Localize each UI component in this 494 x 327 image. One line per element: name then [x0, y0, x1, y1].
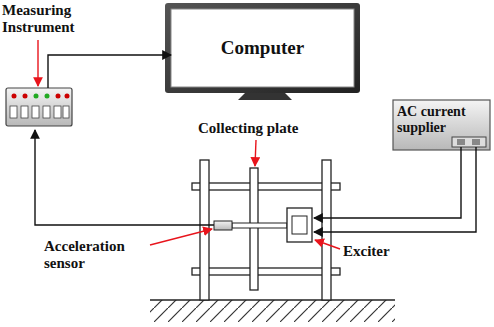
power-supply-body	[457, 139, 465, 145]
exciter-assembly	[214, 221, 232, 230]
power-supply-body	[393, 100, 490, 150]
measuring-instrument-body	[56, 94, 61, 99]
device-label: Computer	[221, 37, 304, 59]
signal-wires	[314, 147, 476, 232]
ground	[150, 300, 395, 322]
measuring-instrument-body	[12, 94, 17, 99]
power-supply-body	[393, 100, 490, 150]
exciter-assembly	[287, 208, 312, 242]
measuring-instrument-body	[10, 106, 69, 118]
leader-arrows	[315, 240, 340, 249]
measuring-instrument-body	[21, 106, 28, 118]
test-frame	[192, 183, 340, 190]
computer-screen: Computer	[171, 9, 354, 87]
test-frame	[192, 160, 340, 300]
power-supply-body	[472, 139, 480, 145]
test-frame	[250, 168, 258, 290]
signal-arrow	[48, 55, 171, 88]
measuring-instrument-body	[23, 94, 28, 99]
device-heading: Measuring Instrument	[2, 2, 98, 37]
leader-arrows	[38, 40, 340, 249]
part-label: Acceleration sensor	[44, 238, 148, 271]
test-frame	[322, 160, 331, 300]
leader-arrows	[37, 40, 38, 86]
device-label: AC current supplier	[397, 104, 488, 136]
part-label: Exciter	[343, 243, 413, 260]
instrument-box: Measuring Instrument	[6, 88, 72, 126]
leader-arrows	[150, 229, 212, 245]
exciter-assembly	[232, 223, 287, 228]
signal-wires	[35, 130, 476, 232]
measuring-instrument-body	[6, 88, 72, 126]
measuring-instrument-body	[45, 94, 50, 99]
leader-arrows	[255, 140, 256, 166]
computer-monitor	[165, 3, 360, 100]
measuring-instrument-body	[54, 106, 61, 118]
ground	[150, 299, 395, 301]
signal-wires	[314, 147, 461, 218]
measuring-instrument-body	[32, 106, 39, 118]
measuring-instrument-body	[43, 106, 50, 118]
measuring-instrument-body	[34, 94, 39, 99]
measuring-instrument-body	[65, 94, 70, 99]
supplier-box: AC current supplier	[393, 100, 492, 150]
measuring-instrument-body	[6, 88, 72, 126]
ground	[150, 300, 395, 322]
exciter-assembly	[292, 216, 307, 234]
test-frame	[192, 268, 340, 275]
computer-monitor	[238, 93, 292, 100]
signal-wires	[35, 130, 214, 225]
exciter-assembly	[214, 208, 312, 242]
part-label: Collecting plate	[198, 120, 328, 137]
measuring-instrument-body	[63, 106, 69, 118]
power-supply-body	[452, 137, 486, 147]
computer-monitor	[165, 3, 360, 93]
measuring-instrument-body	[10, 106, 17, 118]
computer-monitor	[171, 9, 354, 87]
